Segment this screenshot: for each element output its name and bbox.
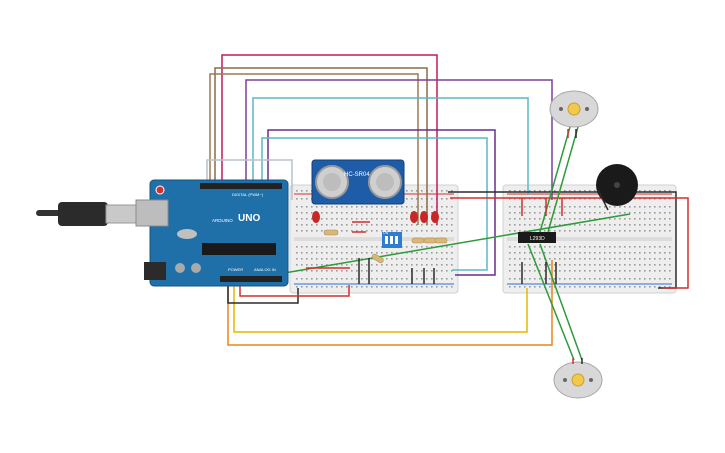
wire-brown-1 — [214, 67, 428, 225]
wire-gray — [206, 159, 293, 200]
red-led — [410, 211, 418, 223]
wire-cyan — [252, 97, 529, 195]
wire-purple — [245, 79, 553, 200]
arduino-uno-board: UNO ARDUINO DIGITAL (PWM~) POWER ANALOG … — [135, 179, 289, 287]
arduino-digital-label: DIGITAL (PWM~) — [232, 192, 264, 197]
arduino-logo: UNO — [238, 213, 260, 224]
red-led — [312, 211, 320, 223]
wire-cyan-2 — [261, 137, 488, 271]
wire-red-1 — [239, 278, 350, 297]
motor-driver-chip: L293D — [518, 232, 556, 243]
jumper-stubs — [306, 198, 563, 284]
wire-magenta — [221, 54, 438, 225]
wire-violet — [267, 129, 496, 276]
dc-motor-bottom — [553, 361, 603, 399]
wire-red-2 — [450, 197, 689, 289]
red-led-group — [312, 211, 439, 223]
piezo-buzzer — [596, 164, 638, 211]
red-led — [420, 211, 428, 223]
motor-wires — [527, 126, 583, 364]
arduino-brand: ARDUINO — [212, 218, 233, 223]
dc-motor-top — [549, 90, 599, 128]
dip-switch: ON — [382, 231, 402, 248]
ultrasonic-sensor: HC-SR04 — [311, 159, 405, 205]
arduino-power-label: POWER — [228, 267, 243, 272]
resistors — [323, 229, 448, 264]
dip-switch-label: ON — [383, 231, 389, 235]
wire-bundle-top — [206, 54, 553, 276]
ultrasonic-model: HC-SR04 — [344, 172, 370, 178]
wire-brown-2 — [209, 73, 419, 225]
motor-driver-model: L293D — [530, 236, 545, 242]
arduino-analog-label: ANALOG IN — [254, 267, 276, 272]
red-led — [431, 211, 439, 223]
usb-cable — [36, 202, 137, 226]
